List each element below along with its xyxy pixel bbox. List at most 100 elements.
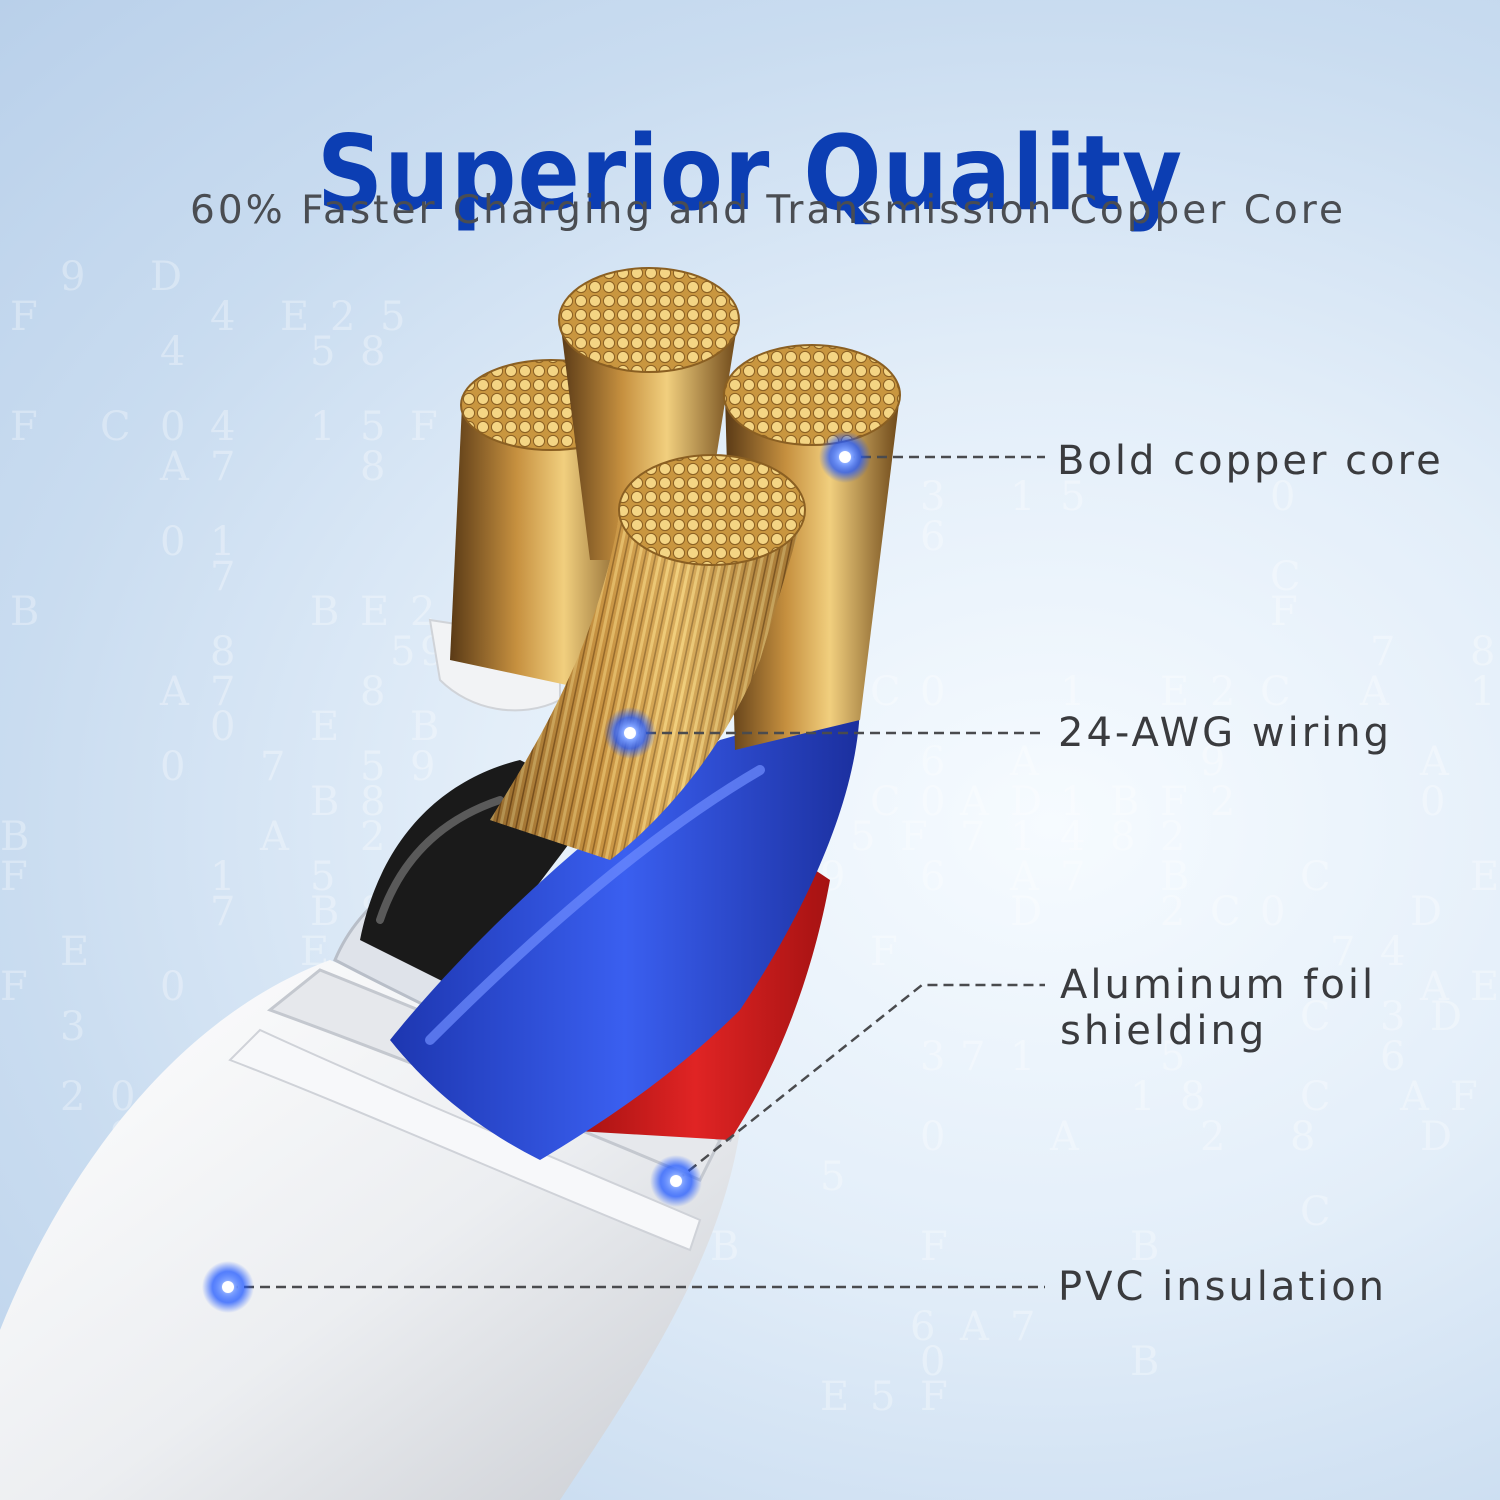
svg-text:F: F [900, 814, 928, 860]
svg-text:B: B [410, 704, 439, 750]
svg-text:C: C [870, 779, 901, 825]
callout-foil-line2: shielding [1060, 1008, 1268, 1054]
svg-text:0: 0 [920, 669, 945, 715]
svg-text:C: C [1300, 1189, 1331, 1235]
svg-text:8: 8 [1180, 1074, 1205, 1120]
svg-text:B: B [710, 1224, 739, 1270]
svg-text:A: A [159, 669, 190, 715]
svg-text:B: B [310, 589, 339, 635]
svg-text:1: 1 [210, 854, 235, 900]
svg-text:C: C [1260, 669, 1291, 715]
svg-text:3: 3 [920, 474, 945, 520]
svg-text:7: 7 [1060, 854, 1085, 900]
svg-text:0: 0 [1420, 779, 1445, 825]
svg-text:6: 6 [920, 514, 945, 560]
svg-text:1: 1 [1060, 779, 1085, 825]
svg-text:F: F [1160, 779, 1188, 825]
svg-text:5: 5 [360, 744, 385, 790]
svg-text:5: 5 [820, 1154, 845, 1200]
svg-text:D: D [1410, 889, 1442, 935]
svg-text:0: 0 [920, 1339, 945, 1385]
svg-text:3: 3 [1380, 994, 1405, 1040]
svg-text:7: 7 [1330, 929, 1355, 975]
svg-text:9: 9 [60, 254, 85, 300]
svg-text:F: F [1270, 589, 1298, 635]
svg-text:F: F [10, 404, 38, 450]
svg-text:A: A [959, 779, 990, 825]
svg-text:D: D [1430, 994, 1462, 1040]
svg-text:2: 2 [1210, 779, 1235, 825]
svg-text:B: B [310, 779, 339, 825]
callout-marker-dot [819, 431, 871, 483]
svg-text:4: 4 [1380, 929, 1405, 975]
svg-text:6: 6 [920, 739, 945, 785]
svg-text:E: E [1470, 854, 1499, 900]
svg-text:E: E [820, 1374, 849, 1420]
leader-foil [675, 983, 1045, 1182]
svg-text:3: 3 [920, 1034, 945, 1080]
svg-text:0: 0 [210, 704, 235, 750]
svg-text:F: F [10, 294, 38, 340]
svg-text:7: 7 [210, 889, 235, 935]
svg-text:E: E [60, 929, 89, 975]
svg-text:A: A [1399, 1074, 1430, 1120]
svg-text:7: 7 [210, 554, 235, 600]
callout-pvc-insulation: PVC insulation [1058, 1264, 1388, 1310]
svg-text:7: 7 [960, 1034, 985, 1080]
svg-text:C: C [1300, 994, 1331, 1040]
callout-marker-dot [650, 1155, 702, 1207]
blue-wire [390, 700, 860, 1160]
svg-text:E: E [310, 704, 339, 750]
svg-text:B: B [10, 589, 39, 635]
svg-text:A: A [959, 1304, 990, 1350]
svg-text:7: 7 [210, 669, 235, 715]
svg-text:B: B [1130, 1339, 1159, 1385]
svg-text:B: B [1130, 1224, 1159, 1270]
svg-text:6: 6 [1380, 1034, 1405, 1080]
svg-text:2: 2 [1210, 669, 1235, 715]
svg-text:A: A [1419, 964, 1450, 1010]
svg-text:1: 1 [1130, 1074, 1155, 1120]
svg-text:9: 9 [1200, 739, 1225, 785]
svg-text:D: D [1010, 889, 1042, 935]
svg-text:1: 1 [1010, 474, 1035, 520]
svg-text:C: C [100, 404, 131, 450]
svg-text:B: B [1160, 854, 1189, 900]
svg-text:8: 8 [360, 329, 385, 375]
svg-text:C: C [1270, 554, 1301, 600]
svg-text:7: 7 [210, 444, 235, 490]
svg-text:2: 2 [1160, 814, 1185, 860]
svg-text:5: 5 [1160, 1034, 1185, 1080]
svg-text:F: F [1450, 1074, 1478, 1120]
svg-text:5: 5 [850, 814, 875, 860]
callout-foil-line1: Aluminum foil [1060, 962, 1377, 1008]
subheadline: 60% Faster Charging and Transmission Cop… [190, 188, 1346, 233]
svg-text:2: 2 [330, 294, 355, 340]
svg-text:0: 0 [160, 964, 185, 1010]
svg-text:2: 2 [1160, 889, 1185, 935]
svg-text:1: 1 [210, 519, 235, 565]
svg-text:F: F [920, 1224, 948, 1270]
svg-text:0: 0 [160, 744, 185, 790]
callout-wiring: 24-AWG wiring [1058, 710, 1393, 756]
callout-copper-core: Bold copper core [1057, 438, 1444, 484]
svg-text:4: 4 [210, 294, 235, 340]
svg-text:A: A [1009, 739, 1040, 785]
svg-text:4: 4 [1060, 814, 1085, 860]
svg-text:2: 2 [1200, 1114, 1225, 1160]
svg-text:F: F [410, 404, 438, 450]
svg-text:B: B [1110, 779, 1139, 825]
svg-text:5: 5 [380, 294, 405, 340]
svg-text:E: E [360, 589, 389, 635]
svg-text:5: 5 [390, 629, 415, 675]
svg-text:5: 5 [310, 854, 335, 900]
svg-text:0: 0 [160, 404, 185, 450]
svg-text:8: 8 [1110, 814, 1135, 860]
svg-text:0: 0 [1270, 474, 1295, 520]
svg-text:7: 7 [1370, 629, 1395, 675]
svg-text:7: 7 [1010, 1304, 1035, 1350]
svg-text:D: D [1010, 779, 1042, 825]
svg-text:3: 3 [60, 1004, 85, 1050]
